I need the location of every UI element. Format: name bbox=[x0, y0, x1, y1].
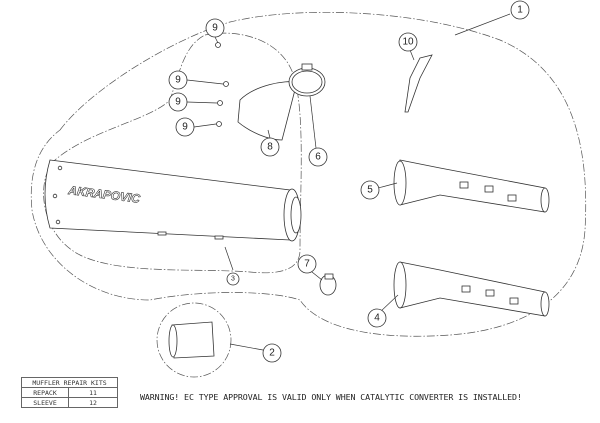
svg-text:9: 9 bbox=[175, 97, 181, 108]
callout-1: 1 bbox=[510, 0, 530, 20]
link-pipe-upper bbox=[377, 159, 550, 213]
link-pipe-lower bbox=[379, 261, 550, 317]
kits-table-title: MUFFLER REPAIR KITS bbox=[21, 377, 118, 388]
callout-9: 9 bbox=[168, 70, 188, 90]
svg-text:9: 9 bbox=[212, 23, 218, 34]
callout-6: 6 bbox=[308, 147, 328, 167]
svg-text:6: 6 bbox=[315, 152, 321, 163]
sealant-tube bbox=[404, 54, 433, 113]
screws bbox=[186, 36, 229, 128]
callout-9: 9 bbox=[168, 92, 188, 112]
warning-text: WARNING! EC TYPE APPROVAL IS VALID ONLY … bbox=[140, 392, 522, 402]
kit-value: 12 bbox=[68, 397, 118, 408]
svg-text:3: 3 bbox=[231, 276, 235, 283]
callout-4: 4 bbox=[367, 308, 387, 328]
callout-9: 9 bbox=[205, 18, 225, 38]
callout-10: 10 bbox=[398, 32, 418, 52]
kit-label: REPACK bbox=[21, 387, 69, 398]
callout-5: 5 bbox=[360, 180, 380, 200]
svg-text:1: 1 bbox=[517, 5, 523, 16]
end-cap bbox=[237, 81, 298, 141]
svg-text:5: 5 bbox=[367, 185, 373, 196]
svg-text:7: 7 bbox=[304, 259, 310, 270]
kit-value: 11 bbox=[68, 387, 118, 398]
svg-text:10: 10 bbox=[402, 37, 414, 48]
svg-text:8: 8 bbox=[267, 142, 273, 153]
svg-text:9: 9 bbox=[182, 122, 188, 133]
clamp-large bbox=[288, 63, 326, 149]
kit-label: SLEEVE bbox=[21, 397, 69, 408]
svg-text:4: 4 bbox=[374, 313, 380, 324]
muffler-subassembly-boundary bbox=[43, 32, 302, 274]
assembly-boundary bbox=[30, 12, 587, 337]
callout-2: 2 bbox=[262, 343, 282, 363]
callout-9: 9 bbox=[175, 117, 195, 137]
callout-8: 8 bbox=[260, 137, 280, 157]
callout-3: 3 bbox=[226, 272, 240, 286]
clamp-small bbox=[311, 271, 337, 296]
callout-7: 7 bbox=[297, 254, 317, 274]
svg-text:2: 2 bbox=[269, 348, 275, 359]
svg-text:9: 9 bbox=[175, 75, 181, 86]
muffler-body: AKRAPOVIC bbox=[44, 159, 302, 242]
sleeve-detail bbox=[156, 302, 264, 378]
